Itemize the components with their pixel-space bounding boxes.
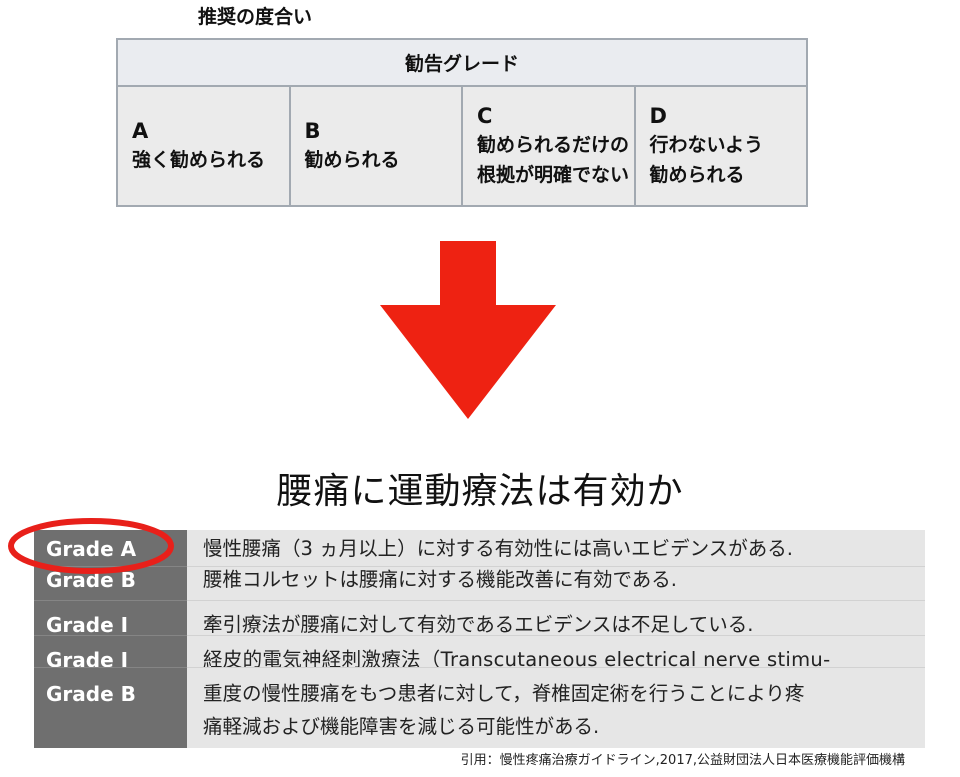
grade-description: 勧められる bbox=[304, 149, 400, 171]
grade-label: Grade Ⅰ bbox=[46, 613, 129, 637]
grade-letter: B bbox=[304, 119, 321, 143]
grade-label: Grade Ⅰ bbox=[46, 648, 129, 672]
table-row: Grade Ⅰ 牽引療法が腰痛に対して有効であるエビデンスは不足している. bbox=[34, 608, 925, 642]
table-row: Grade Ⅰ 経皮的電気神経刺激療法（Transcutaneous elect… bbox=[34, 643, 925, 677]
evidence-text: 重度の慢性腰痛をもつ患者に対して，脊椎固定術を行うことにより疼 痛軽減および機能… bbox=[187, 677, 925, 743]
recommendation-grade-table: 勧告グレード A 強く勧められる B 勧められる C 勧められるだけの 根拠が明… bbox=[116, 38, 808, 207]
grade-cell-b: B 勧められる bbox=[288, 85, 463, 207]
grade-label: Grade B bbox=[46, 682, 136, 706]
grade-table-header: 勧告グレード bbox=[116, 38, 808, 87]
grade-letter: D bbox=[649, 104, 667, 128]
table-row: Grade A 慢性腰痛（3 ヵ月以上）に対する有効性には高いエビデンスがある. bbox=[34, 532, 925, 566]
row-divider bbox=[34, 600, 925, 601]
evidence-text: 慢性腰痛（3 ヵ月以上）に対する有効性には高いエビデンスがある. bbox=[203, 537, 793, 560]
grade-description: 行わないよう bbox=[649, 134, 764, 156]
row-divider bbox=[34, 566, 925, 567]
row-divider bbox=[34, 667, 187, 668]
citation-text: 引用：慢性疼痛治療ガイドライン,2017,公益財団法人日本医療機能評価機構 bbox=[460, 753, 905, 768]
row-divider bbox=[34, 600, 187, 601]
grade-letter: A bbox=[132, 119, 149, 143]
grade-cell-a: A 強く勧められる bbox=[116, 85, 291, 207]
grade-description: 根拠が明確でない bbox=[477, 164, 630, 186]
evidence-text-line: 痛軽減および機能障害を減じる可能性がある. bbox=[203, 715, 600, 738]
grade-letter: C bbox=[477, 104, 493, 128]
evidence-text: 腰椎コルセットは腰痛に対する機能改善に有効である. bbox=[203, 568, 678, 591]
evidence-text-line: 重度の慢性腰痛をもつ患者に対して，脊椎固定術を行うことにより疼 bbox=[203, 682, 805, 705]
row-divider bbox=[34, 635, 187, 636]
evidence-text: 経皮的電気神経刺激療法（Transcutaneous electrical ne… bbox=[203, 648, 831, 671]
main-title: 腰痛に運動療法は有効か bbox=[276, 471, 684, 512]
grade-cell-c: C 勧められるだけの 根拠が明確でない bbox=[461, 85, 636, 207]
evidence-text: 牽引療法が腰痛に対して有効であるエビデンスは不足している. bbox=[203, 613, 754, 636]
row-divider bbox=[34, 667, 925, 668]
table-row: Grade B 重度の慢性腰痛をもつ患者に対して，脊椎固定術を行うことにより疼 … bbox=[34, 677, 925, 743]
down-arrow-icon bbox=[380, 241, 556, 419]
grade-description: 勧められる bbox=[649, 164, 745, 186]
recommendation-title: 推奨の度合い bbox=[198, 6, 313, 28]
grade-description: 強く勧められる bbox=[132, 149, 266, 171]
row-divider bbox=[34, 566, 187, 567]
grade-description: 勧められるだけの bbox=[477, 134, 630, 156]
row-divider bbox=[34, 635, 925, 636]
grade-label: Grade A bbox=[46, 537, 137, 561]
highlight-ellipse-icon bbox=[8, 518, 174, 574]
grade-cell-d: D 行わないよう 勧められる bbox=[633, 85, 808, 207]
